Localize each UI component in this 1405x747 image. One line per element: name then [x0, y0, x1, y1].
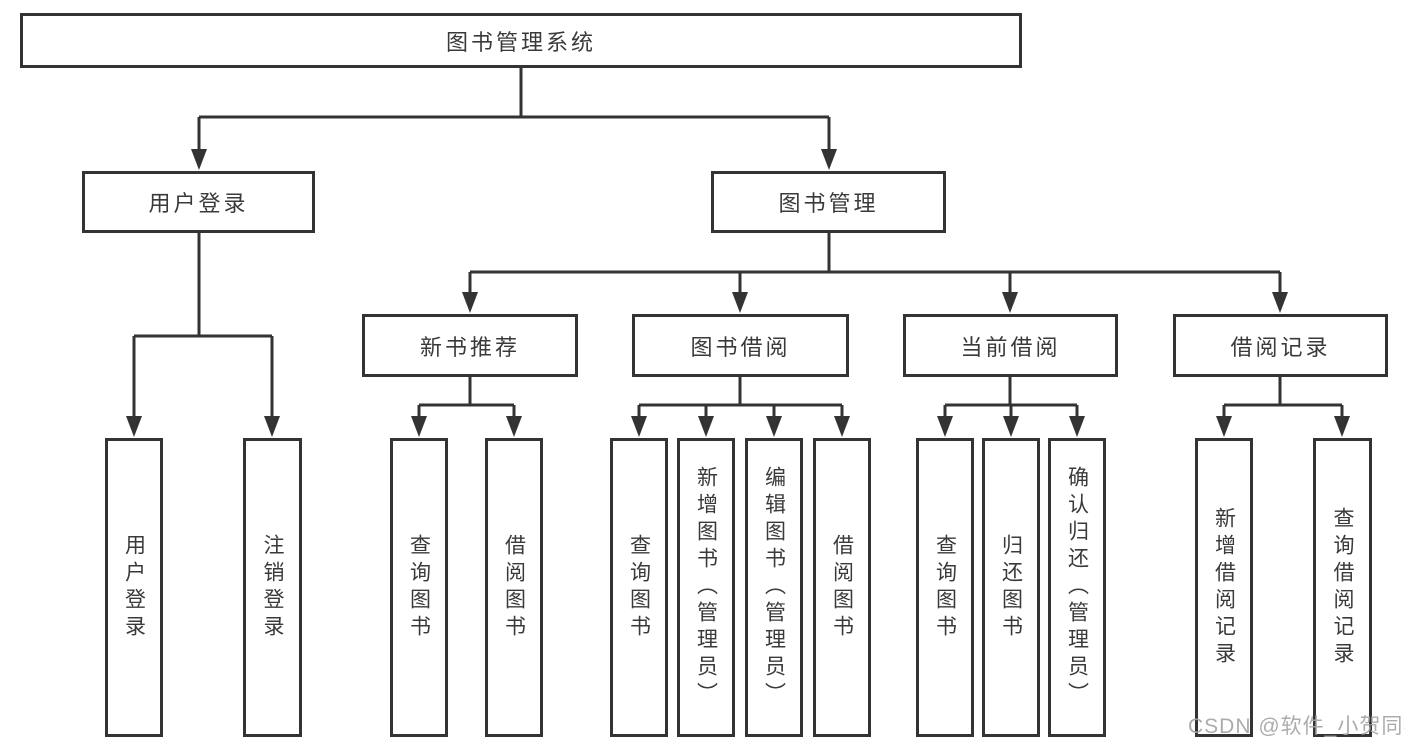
csdn-watermark: CSDN @软件_小贺同学 [1188, 715, 1405, 738]
node-leaf-br-query-record: 查询借阅记录 [1313, 438, 1372, 737]
node-borrow-record: 借阅记录 [1173, 314, 1388, 377]
node-leaf-bb-borrow-books: 借阅图书 [813, 438, 871, 737]
node-leaf-cb-return-books: 归还图书 [982, 438, 1040, 737]
node-leaf-rec-borrow-books: 借阅图书 [485, 438, 543, 737]
node-root-system: 图书管理系统 [20, 13, 1022, 68]
node-leaf-bb-edit-books-admin: 编辑图书（管理员） [745, 438, 803, 737]
node-leaf-rec-query-books: 查询图书 [390, 438, 448, 737]
node-leaf-bb-add-books-admin: 新增图书（管理员） [677, 438, 735, 737]
node-leaf-cb-query-books: 查询图书 [916, 438, 974, 737]
node-leaf-cb-confirm-return-admin: 确认归还（管理员） [1048, 438, 1106, 737]
node-leaf-bb-query-books: 查询图书 [610, 438, 668, 737]
node-leaf-br-add-record: 新增借阅记录 [1195, 438, 1253, 737]
node-user-login-branch: 用户登录 [82, 171, 315, 233]
node-current-borrow: 当前借阅 [903, 314, 1118, 377]
node-leaf-logout: 注销登录 [243, 438, 302, 737]
node-book-management-branch: 图书管理 [711, 171, 946, 233]
arrowheads [126, 149, 1350, 437]
node-new-book-recommend: 新书推荐 [362, 314, 578, 377]
node-book-borrow: 图书借阅 [632, 314, 849, 377]
node-leaf-user-login: 用户登录 [105, 438, 163, 737]
